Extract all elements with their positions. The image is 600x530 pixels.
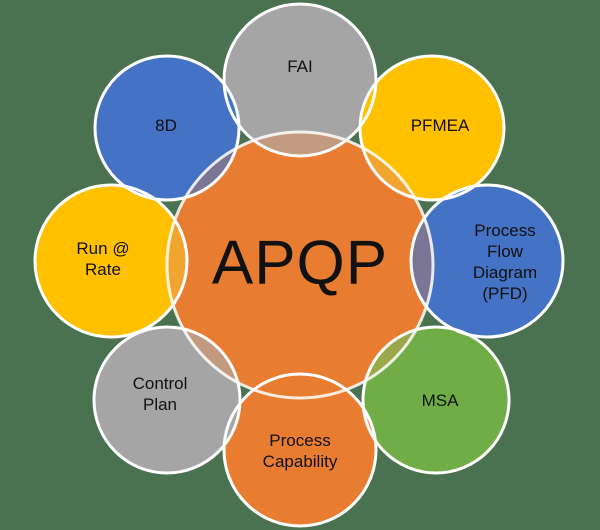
satellite-fai-label: FAI bbox=[287, 57, 313, 76]
label-line: Flow bbox=[487, 242, 524, 261]
satellite-process-capability-ring bbox=[222, 372, 378, 528]
center-title: APQP bbox=[212, 228, 388, 297]
satellite-8d-ring bbox=[93, 54, 241, 202]
satellite-process-capability-fill[interactable] bbox=[224, 374, 376, 526]
satellite-circles-group bbox=[35, 4, 563, 526]
label-line: PFMEA bbox=[411, 116, 470, 135]
label-line: MSA bbox=[422, 391, 460, 410]
satellite-pfmea-label: PFMEA bbox=[411, 116, 470, 135]
center-circle-outline bbox=[165, 130, 435, 400]
satellite-run-at-rate-fill[interactable] bbox=[35, 185, 187, 337]
label-line: Capability bbox=[263, 452, 338, 471]
satellite-control-plan-fill[interactable] bbox=[94, 327, 240, 473]
satellite-msa-fill[interactable] bbox=[363, 327, 509, 473]
label-line: (PFD) bbox=[482, 284, 527, 303]
label-line: 8D bbox=[155, 116, 177, 135]
label-line: Plan bbox=[143, 395, 177, 414]
label-line: Control bbox=[133, 374, 188, 393]
satellite-outlines-group bbox=[33, 2, 565, 528]
label-line: Diagram bbox=[473, 263, 537, 282]
satellite-8d-fill[interactable] bbox=[95, 56, 239, 200]
satellite-control-plan-ring bbox=[92, 325, 242, 475]
satellite-fai-fill[interactable] bbox=[224, 4, 376, 156]
label-line: Rate bbox=[85, 260, 121, 279]
satellite-8d-label: 8D bbox=[155, 116, 177, 135]
label-line: Process bbox=[269, 431, 330, 450]
satellite-pfmea-fill[interactable] bbox=[360, 56, 504, 200]
label-line: FAI bbox=[287, 57, 313, 76]
center-circle-fill bbox=[167, 132, 433, 398]
label-line: Process bbox=[474, 221, 535, 240]
satellite-fai-ring bbox=[222, 2, 378, 158]
center-circle-ring bbox=[165, 130, 435, 400]
satellite-msa-label: MSA bbox=[422, 391, 460, 410]
satellite-pfmea-ring bbox=[358, 54, 506, 202]
satellite-msa-ring bbox=[361, 325, 511, 475]
satellite-pfd-fill[interactable] bbox=[411, 185, 563, 337]
label-line: Run @ bbox=[76, 239, 129, 258]
satellite-pfd-ring bbox=[409, 183, 565, 339]
satellite-run-at-rate-ring bbox=[33, 183, 189, 339]
satellite-run-at-rate-label: Run @ Rate bbox=[76, 239, 129, 279]
